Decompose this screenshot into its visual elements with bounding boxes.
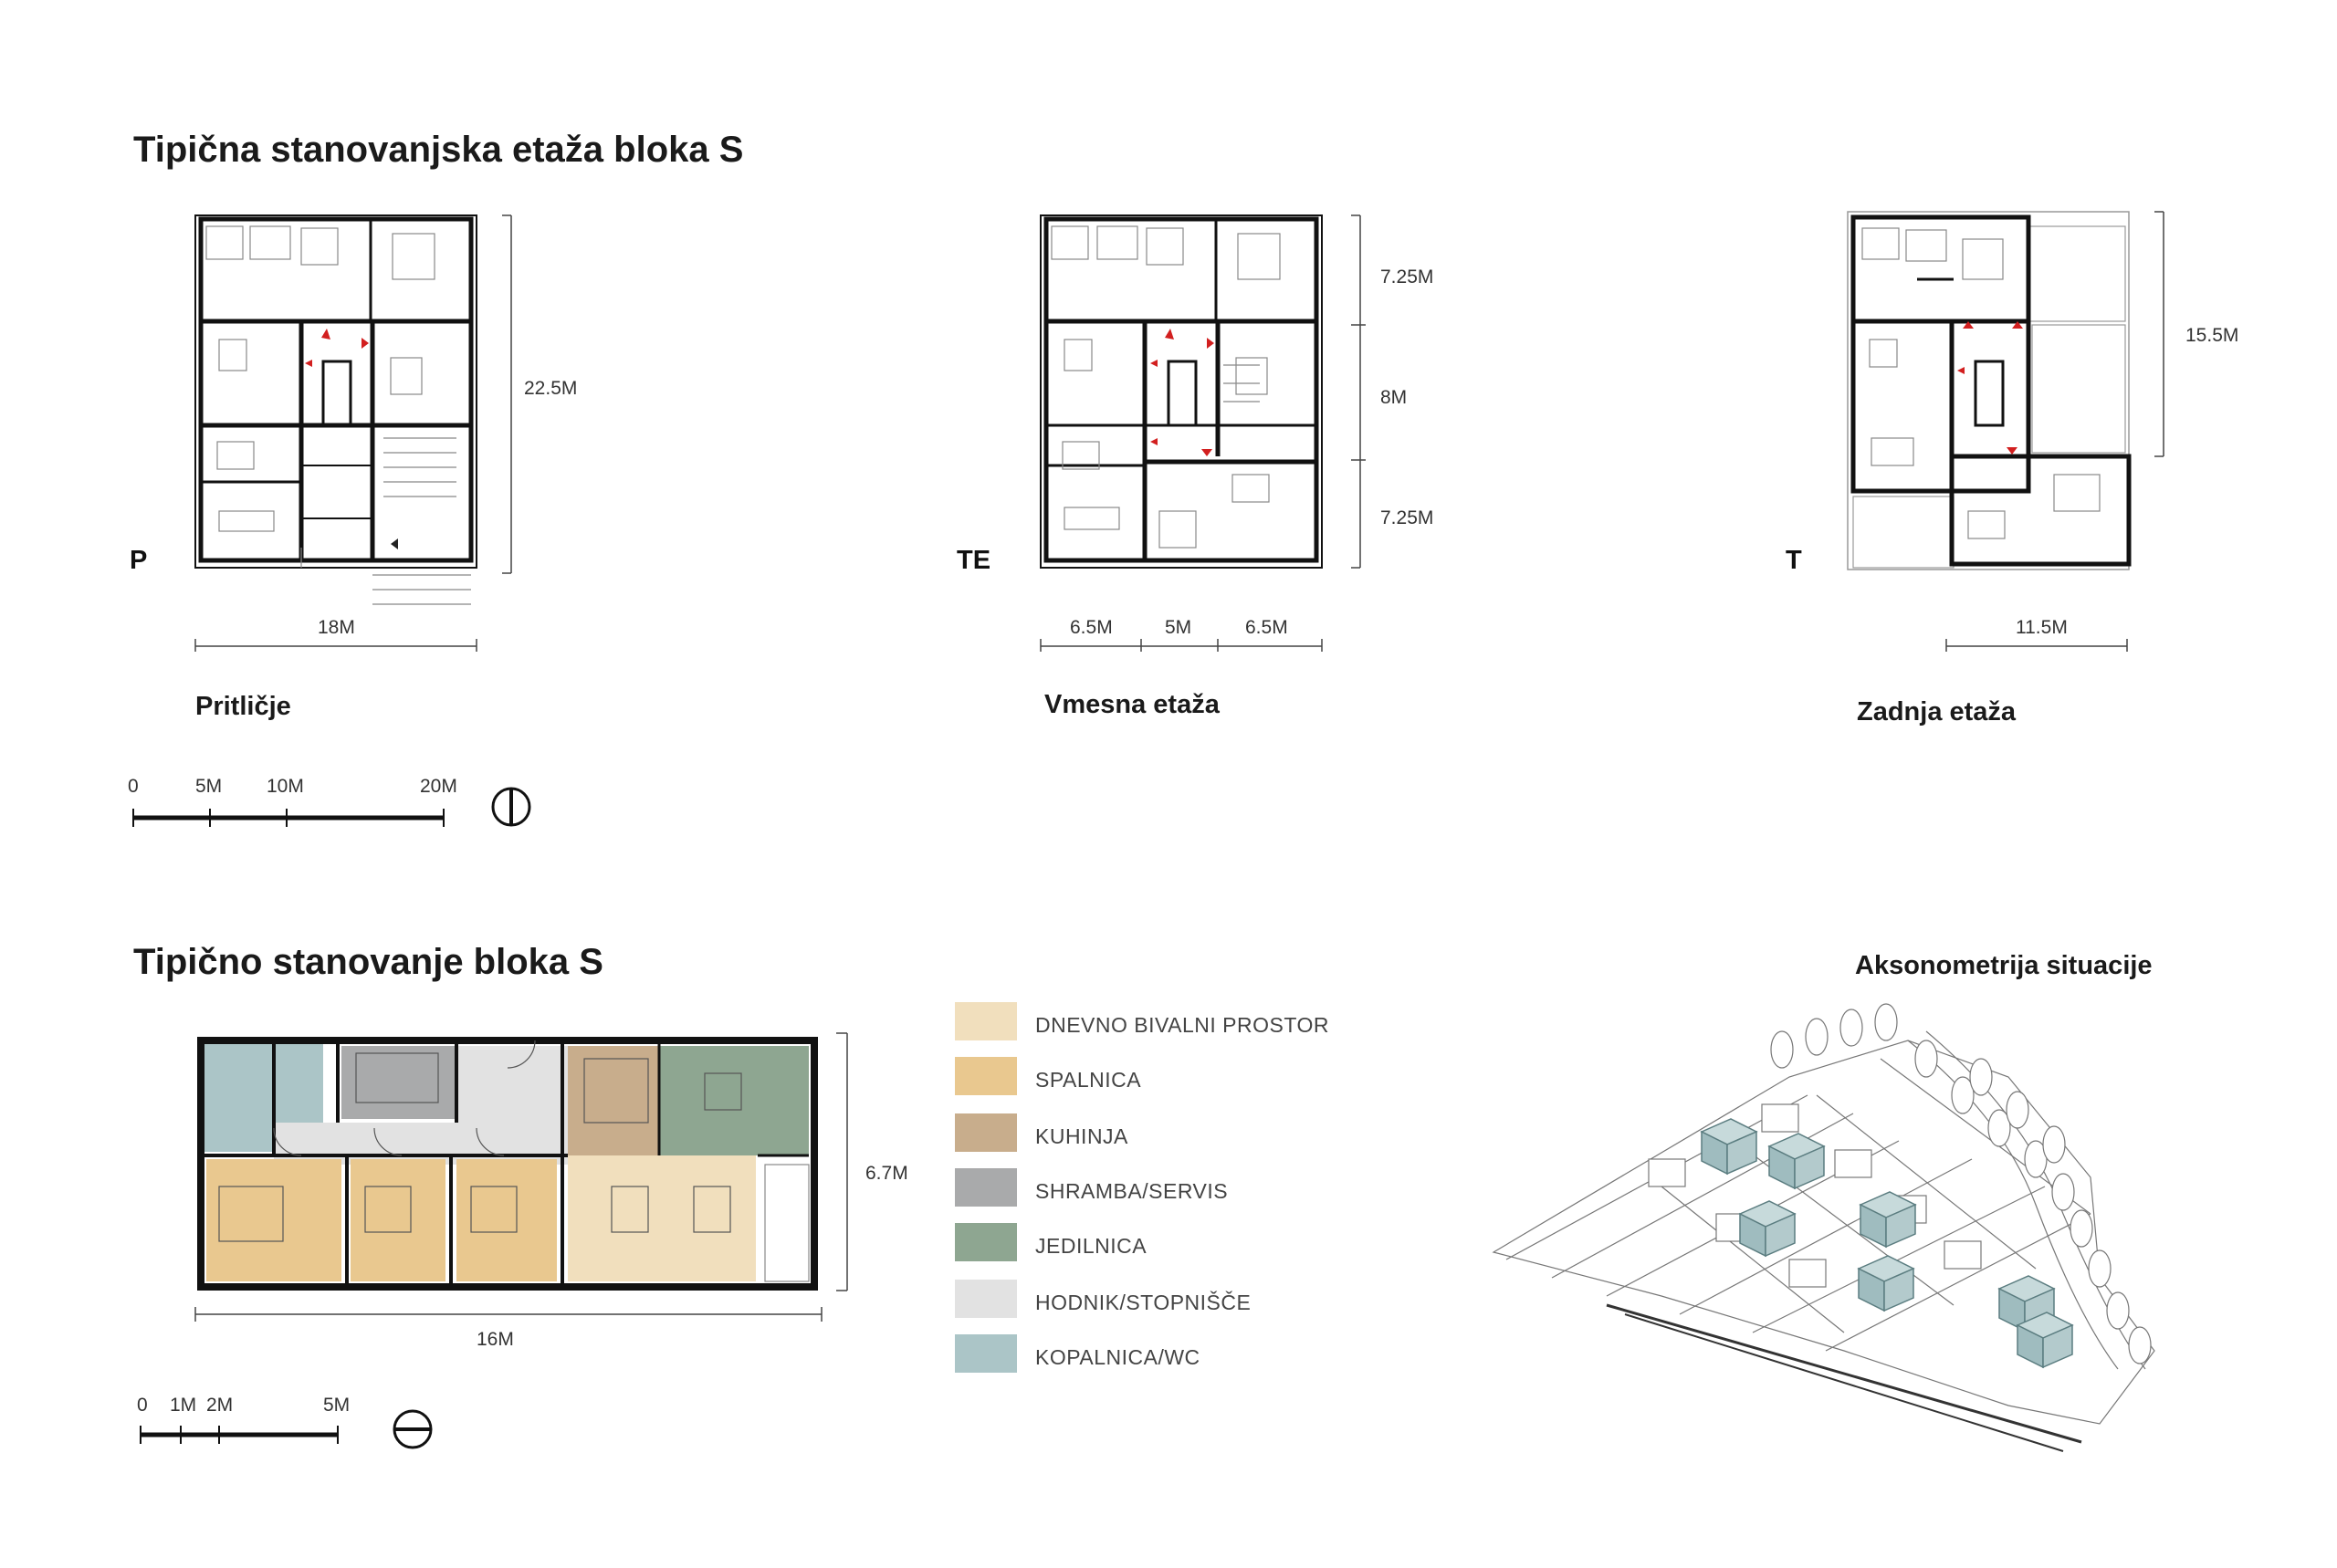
legend-item: JEDILNICA	[955, 1223, 1503, 1263]
legend-item: HODNIK/STOPNIŠČE	[955, 1280, 1503, 1320]
legend-item: KOPALNICA/WC	[955, 1334, 1503, 1375]
scale-bar-top	[132, 809, 445, 827]
legend-swatch	[955, 1223, 1017, 1261]
dim-ground-height: 22.5M	[524, 378, 578, 399]
axonometry-title: Aksonometrija situacije	[1855, 951, 2153, 980]
legend-item: DNEVNO BIVALNI PROSTOR	[955, 1002, 1503, 1042]
scale-bottom-tick-3: 5M	[323, 1395, 351, 1416]
legend-label: KUHINJA	[1035, 1124, 1128, 1148]
legend-item: SHRAMBA/SERVIS	[955, 1168, 1503, 1208]
dim-typical-height-3: 7.25M	[1380, 507, 1434, 528]
scale-bottom-tick-0: 0	[137, 1395, 148, 1416]
plan-ground-floor	[194, 214, 477, 605]
plan-letter-p: P	[130, 546, 148, 575]
dims-typical-floor	[1040, 214, 1366, 652]
caption-top-floor: Zadnja etaža	[1857, 697, 2017, 727]
plan-typical-floor	[1040, 214, 1323, 569]
dims-ground-floor	[194, 214, 512, 652]
scale-top-tick-3: 20M	[420, 776, 457, 797]
scale-top-tick-0: 0	[128, 776, 139, 797]
apartment-plan	[197, 1037, 818, 1291]
axonometry-drawing	[1492, 1003, 2155, 1452]
scale-bottom-tick-2: 2M	[206, 1395, 234, 1416]
legend-swatch	[955, 1002, 1017, 1040]
legend-swatch	[955, 1113, 1017, 1152]
plan-letter-te: TE	[957, 546, 991, 575]
scale-bar-bottom	[140, 1426, 339, 1444]
north-arrow-top	[491, 787, 531, 827]
legend-item: KUHINJA	[955, 1113, 1503, 1154]
apartment-title: Tipično stanovanje bloka S	[133, 942, 603, 982]
legend-item: SPALNICA	[955, 1057, 1503, 1097]
legend-label: SPALNICA	[1035, 1068, 1142, 1092]
dim-typical-width-1: 6.5M	[1070, 617, 1113, 638]
north-arrow-bottom	[393, 1409, 433, 1449]
plan-top-floor	[1847, 211, 2132, 570]
legend-swatch	[955, 1334, 1017, 1373]
dims-top-floor	[1945, 211, 2164, 652]
plan-letter-t: T	[1786, 546, 1802, 575]
legend-label: JEDILNICA	[1035, 1234, 1148, 1258]
legend-label: HODNIK/STOPNIŠČE	[1035, 1291, 1252, 1314]
dim-ground-width: 18M	[318, 617, 355, 638]
dim-apartment-height: 6.7M	[865, 1163, 908, 1184]
legend-label: SHRAMBA/SERVIS	[1035, 1179, 1229, 1203]
dim-top-width: 11.5M	[2016, 617, 2068, 638]
dim-typical-height-2: 8M	[1380, 387, 1408, 408]
legend-swatch	[955, 1057, 1017, 1095]
legend-swatch	[955, 1280, 1017, 1318]
main-title: Tipična stanovanjska etaža bloka S	[133, 130, 744, 170]
dim-typical-width-2: 5M	[1165, 617, 1192, 638]
dim-apartment-width: 16M	[477, 1329, 514, 1350]
caption-ground-floor: Pritličje	[195, 692, 291, 721]
scale-top-tick-1: 5M	[195, 776, 223, 797]
dim-top-height: 15.5M	[2185, 325, 2239, 346]
legend-swatch	[955, 1168, 1017, 1207]
caption-typical-floor: Vmesna etaža	[1044, 690, 1220, 719]
scale-top-tick-2: 10M	[267, 776, 304, 797]
dims-apartment	[194, 1032, 848, 1322]
scale-bottom-tick-1: 1M	[170, 1395, 197, 1416]
dim-typical-width-3: 6.5M	[1245, 617, 1288, 638]
legend-label: KOPALNICA/WC	[1035, 1345, 1200, 1369]
legend-label: DNEVNO BIVALNI PROSTOR	[1035, 1013, 1329, 1037]
dim-typical-height-1: 7.25M	[1380, 267, 1434, 287]
